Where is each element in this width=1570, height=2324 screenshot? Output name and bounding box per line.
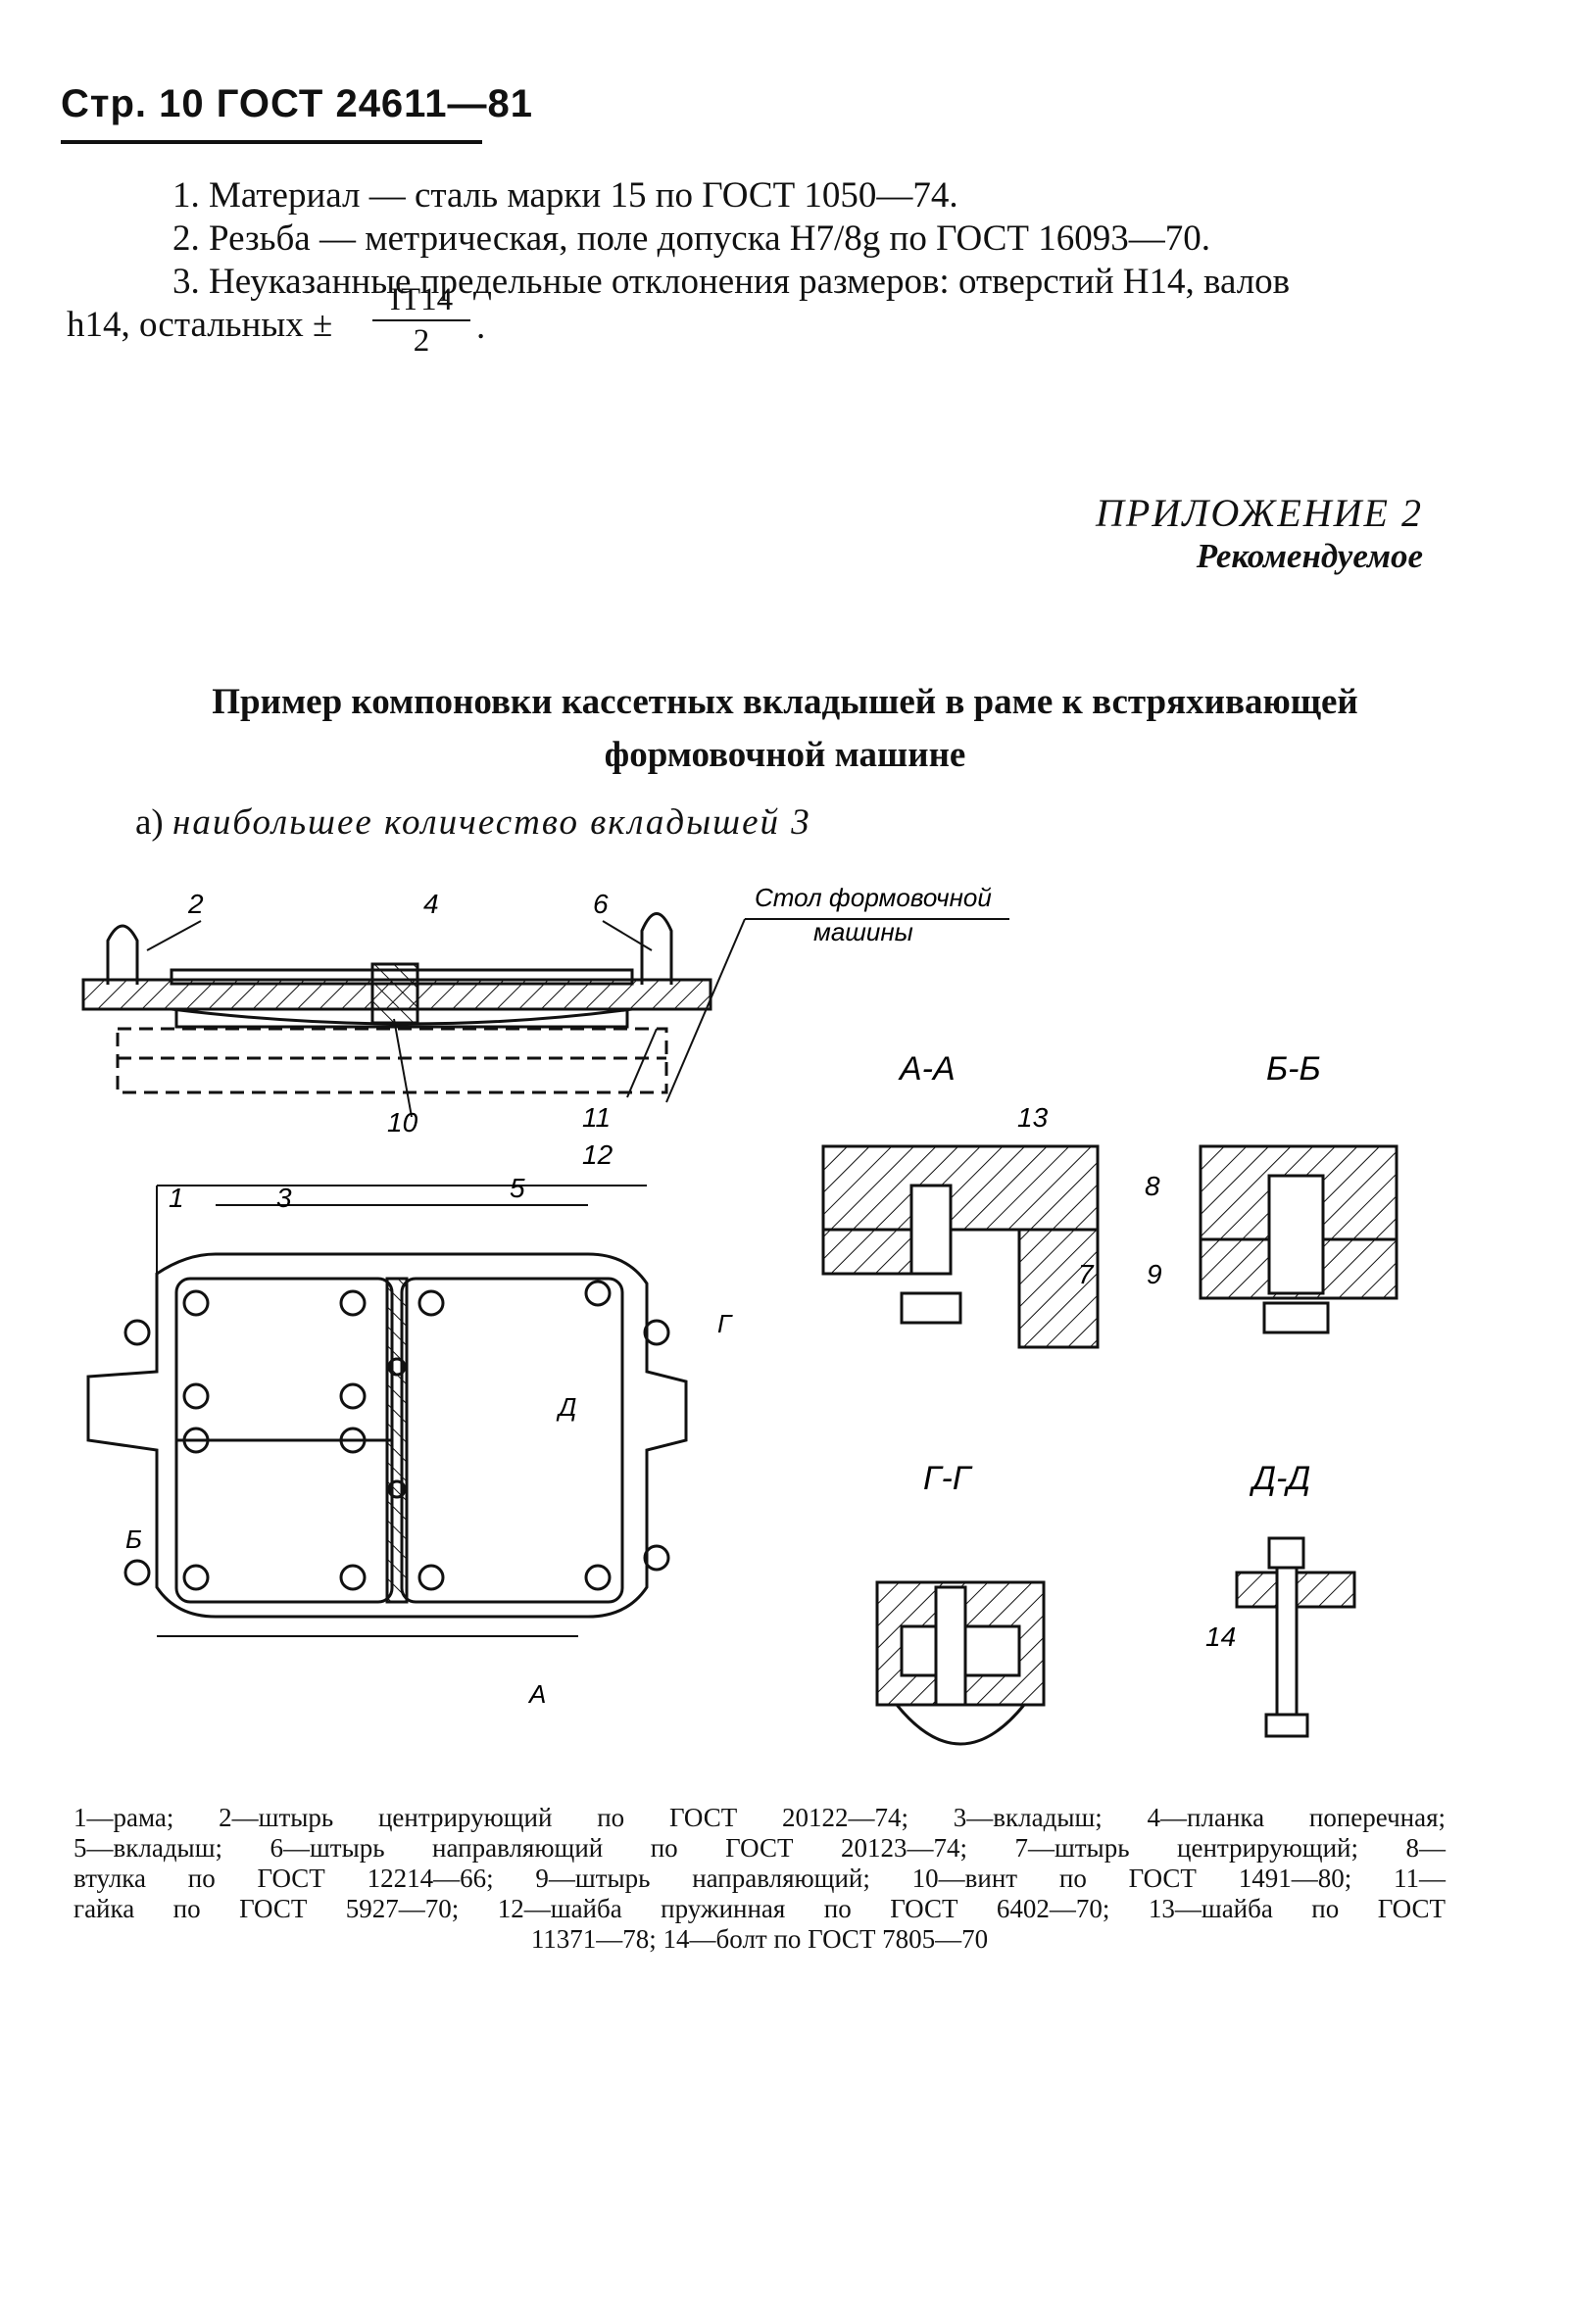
plan-view (86, 1185, 688, 1637)
cut-b-label: Б (125, 1525, 142, 1554)
caption-line-2: 5—вкладыш; 6—штырь направляющий по ГОСТ … (74, 1833, 1446, 1863)
note-item-3: 3. Неуказанные предельные отклонения раз… (172, 262, 1291, 302)
fraction-denominator: 2 (413, 323, 430, 359)
note-item-2: 2. Резьба — метрическая, поле допуска H7… (172, 218, 1210, 259)
pos-12-label: 12 (582, 1139, 613, 1170)
section-dd (1235, 1536, 1356, 1738)
variant-text: наибольшее количество вкладышей 3 (172, 802, 811, 843)
pos-13-label: 13 (1017, 1102, 1049, 1133)
header-rule (61, 140, 482, 144)
section-gg-title: Г-Г (923, 1460, 973, 1497)
cross-bar-plan (385, 1277, 409, 1604)
side-view (81, 912, 712, 1094)
centering-pin-side (106, 924, 139, 985)
frame-outline (86, 1252, 688, 1619)
page-header: Стр. 10 ГОСТ 24611—81 (61, 82, 533, 125)
note-item-1: 1. Материал — сталь марки 15 по ГОСТ 105… (172, 175, 958, 216)
table-label-line-2: машины (813, 917, 913, 946)
section-aa (821, 1144, 1100, 1349)
variant-prefix: а) (135, 802, 164, 843)
caption-line-4: гайка по ГОСТ 5927—70; 12—шайба пружинна… (74, 1894, 1446, 1923)
caption-line-1: 1—рама; 2—штырь центрирующий по ГОСТ 201… (74, 1803, 1446, 1832)
section-aa-title: А-А (898, 1050, 956, 1088)
cut-d-label: Д (556, 1392, 576, 1422)
pos-10-label: 10 (387, 1107, 418, 1138)
appendix-subtitle: Рекомендуемое (1196, 537, 1423, 575)
plan-holes (123, 1280, 670, 1591)
insert-5-outline (400, 1277, 624, 1604)
figure-title-line-1: Пример компоновки кассетных вкладышей в … (212, 682, 1358, 722)
pos-2-label: 2 (187, 889, 204, 919)
pos-8-label: 8 (1145, 1171, 1160, 1201)
note-item-3-end: . (476, 307, 486, 347)
pos-6-label: 6 (593, 889, 609, 919)
caption-line-5: 11371—78; 14—болт по ГОСТ 7805—70 (530, 1924, 989, 1954)
pos-7-label: 7 (1078, 1259, 1095, 1289)
pos-1-label: 1 (169, 1183, 184, 1213)
pos-3-label: 3 (276, 1183, 292, 1213)
pos-9-label: 9 (1147, 1259, 1162, 1289)
variant-line: а) наибольшее количество вкладышей 3 (135, 801, 811, 844)
caption-line-3: втулка по ГОСТ 12214—66; 9—штырь направл… (74, 1864, 1446, 1893)
guide-pin-side (640, 912, 673, 985)
table-label-line-1: Стол формовочной (755, 883, 992, 912)
technical-drawing: 2 4 6 Стол формовочной машины 10 11 12 1 (81, 883, 1398, 1746)
pos-5-label: 5 (510, 1173, 525, 1203)
cut-a-label: А (527, 1679, 546, 1709)
machine-table-outline (116, 1027, 668, 1094)
appendix-title: ПРИЛОЖЕНИЕ 2 (1096, 491, 1423, 535)
pos-14-label: 14 (1205, 1622, 1236, 1652)
figure-caption: 1—рама; 2—штырь центрирующий по ГОСТ 201… (74, 1803, 1446, 1955)
section-bb-title: Б-Б (1266, 1050, 1321, 1088)
tolerance-fraction: IT14 2 (372, 282, 470, 359)
section-gg (875, 1580, 1046, 1746)
fraction-bar (372, 319, 470, 321)
fraction-numerator: IT14 (389, 282, 454, 317)
note-item-3-continuation: h14, остальных ± (67, 305, 333, 345)
section-bb (1199, 1144, 1398, 1334)
cross-bar-section (370, 962, 419, 1025)
section-dd-title: Д-Д (1249, 1460, 1310, 1497)
pos-4-label: 4 (423, 889, 439, 919)
cut-g-label: Г (717, 1309, 733, 1338)
pos-11-label: 11 (582, 1102, 611, 1133)
figure-title-line-2: формовочной машине (604, 735, 966, 775)
